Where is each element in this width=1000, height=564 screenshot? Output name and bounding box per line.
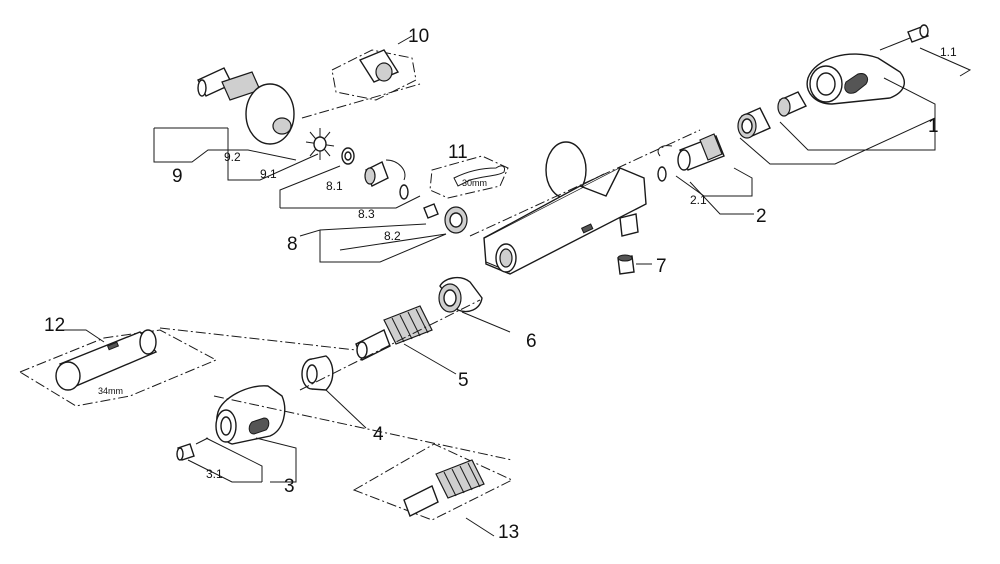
part-8-3-o-ring (399, 184, 409, 200)
leader-9 (153, 128, 297, 163)
leader-8-1 (280, 195, 421, 209)
dash-link-12 (159, 327, 357, 351)
part-9-2-s-union (197, 67, 261, 101)
part-9-escutcheon (245, 83, 295, 145)
part-1-temperature-handle (806, 53, 906, 105)
leader-5 (403, 343, 457, 375)
part-3-flow-handle (215, 385, 286, 445)
dash-link-13 (213, 395, 513, 461)
callout-6: 6 (526, 331, 537, 352)
part-5-check-valve (355, 305, 433, 361)
part-13-spare-check-valve (352, 443, 514, 521)
leader-3b (205, 437, 263, 482)
leader-1-1 (919, 47, 972, 77)
leader-12 (60, 329, 105, 343)
part-8-union-nut (444, 206, 468, 234)
leader-8 (299, 229, 447, 263)
callout-9: 9 (172, 166, 183, 187)
callout-11: 11 (448, 142, 468, 163)
callout-8-2: 8.2 (384, 229, 401, 243)
leader-3-1 (187, 459, 262, 483)
socket-size-label: 34mm (98, 386, 123, 396)
part-8-1-washer (341, 147, 355, 165)
part-1-hub (777, 91, 807, 117)
callout-9-2: 9.2 (224, 150, 241, 164)
part-4-ring (301, 355, 334, 391)
leader-1b (779, 121, 904, 151)
callout-3-1: 3.1 (206, 467, 223, 481)
part-8-2-insert (423, 203, 439, 219)
part-1-1-screw (879, 24, 929, 51)
callout-8-3: 8.3 (358, 207, 375, 221)
leader-2-1 (675, 167, 753, 197)
leader-8-1b (279, 165, 341, 208)
leader-4 (325, 389, 367, 429)
part-11-wrench: 30mm (429, 155, 509, 199)
dash-link-10 (301, 83, 421, 119)
callout-1: 1 (928, 116, 939, 137)
leader-3a (255, 437, 297, 483)
leader-9-1 (227, 128, 319, 181)
callout-9-1: 9.1 (260, 167, 277, 181)
leader-2 (689, 181, 754, 215)
leader-1a (883, 77, 936, 151)
callout-2-1: 2.1 (690, 193, 707, 207)
callout-7: 7 (656, 256, 667, 277)
part-2-thermostat-cartridge (657, 133, 725, 171)
callout-10: 10 (408, 26, 429, 47)
callout-4: 4 (373, 424, 384, 445)
callout-3: 3 (284, 476, 295, 497)
part-8-nipple (364, 159, 406, 187)
part-1-ring (737, 107, 771, 139)
part-7-plug (617, 254, 635, 275)
leader-6 (461, 311, 511, 333)
axis-left (299, 299, 481, 391)
axis-right (469, 129, 701, 237)
part-6-nut (438, 276, 483, 313)
part-10-group (331, 35, 417, 101)
leader-8-2 (339, 233, 447, 251)
leader-13 (465, 517, 495, 537)
part-2-1-o-ring (657, 166, 667, 182)
callout-5: 5 (458, 370, 469, 391)
callout-8-1: 8.1 (326, 179, 343, 193)
wrench-size-label: 30mm (462, 178, 487, 188)
callout-8: 8 (287, 234, 298, 255)
part-12-socket-tool: 34mm (18, 329, 218, 407)
callout-13: 13 (498, 522, 519, 543)
leader-1c (739, 117, 936, 165)
part-9-1-seal (305, 128, 335, 160)
callout-2: 2 (756, 206, 767, 227)
callout-1-1: 1.1 (940, 45, 957, 59)
mixer-body (483, 141, 647, 275)
leader-8-3 (319, 223, 427, 231)
callout-12: 12 (44, 315, 65, 336)
part-3-1-cap-screw (176, 437, 209, 461)
